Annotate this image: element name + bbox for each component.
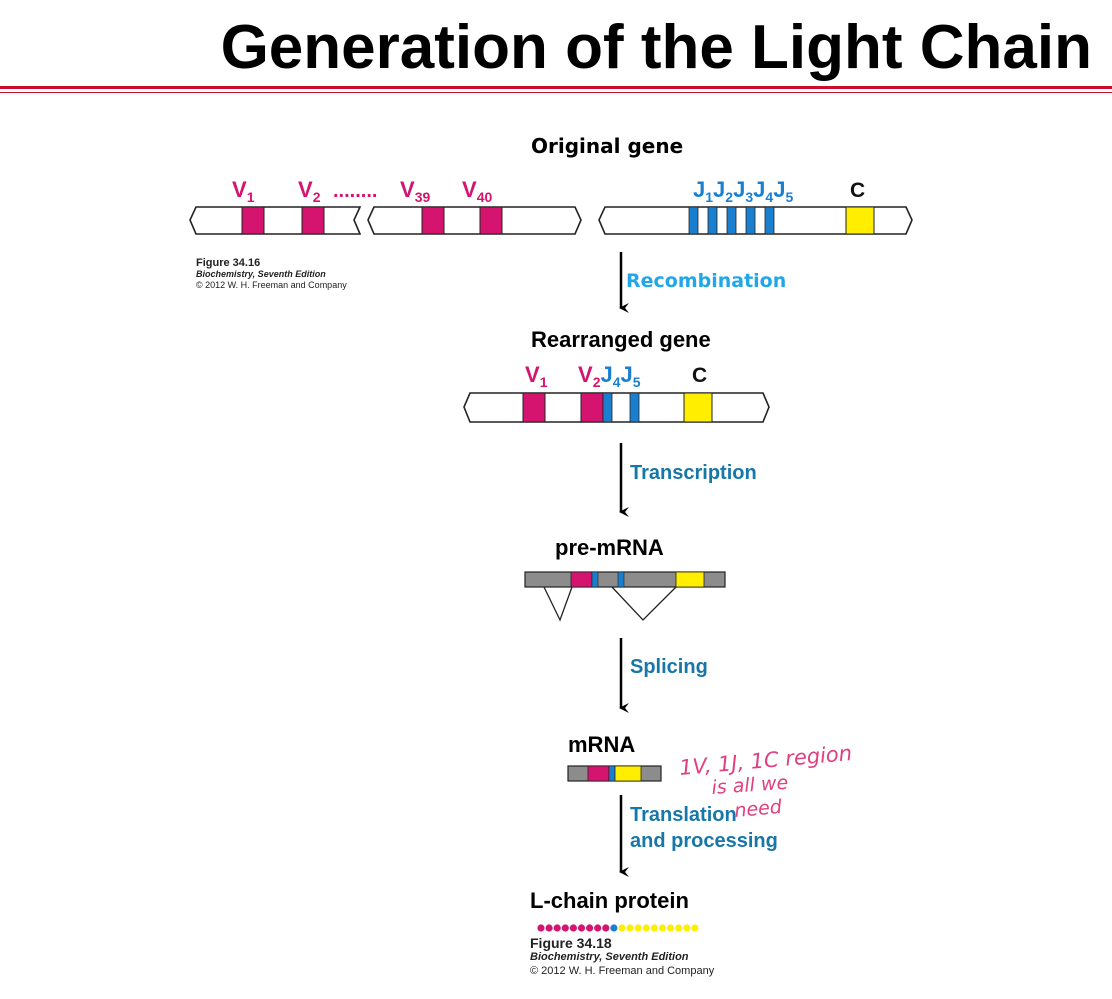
rearranged-v1-label: V1	[525, 362, 548, 390]
mrna-bar	[567, 765, 662, 782]
page-title: Generation of the Light Chain	[220, 13, 1092, 82]
original-gene-segment-2	[367, 206, 582, 235]
mrna-v-block	[587, 765, 610, 782]
v2-label: V2	[298, 177, 321, 205]
rearranged-c-label: C	[692, 364, 707, 387]
c-block	[845, 206, 875, 235]
pre-mrna-j5-block	[617, 571, 625, 588]
recombination-label: Recombination	[626, 270, 787, 292]
protein-bead	[610, 924, 618, 932]
protein-bead	[667, 924, 675, 932]
splicing-label: Splicing	[630, 656, 708, 678]
title-underline	[0, 86, 1112, 89]
pre-mrna-c-block	[675, 571, 705, 588]
splice-loop-1	[543, 586, 573, 622]
v39-block	[421, 206, 445, 235]
v1-label: V1	[232, 177, 255, 205]
protein-bead	[553, 924, 561, 932]
protein-bead	[626, 924, 634, 932]
protein-bead	[691, 924, 699, 932]
protein-bead	[683, 924, 691, 932]
mrna-c-block	[614, 765, 642, 782]
j5-block	[764, 206, 775, 235]
protein-bead	[594, 924, 602, 932]
j-labels: J1J2J3J4J5	[693, 177, 793, 205]
translation-label: Translation	[630, 804, 737, 826]
original-gene-header: Original gene	[531, 134, 684, 158]
protein-bead	[658, 924, 667, 932]
rearranged-v2-block	[580, 392, 604, 423]
pre-mrna-v-block	[570, 571, 593, 588]
protein-bead	[650, 924, 659, 932]
c-label: C	[850, 179, 865, 202]
protein-bead	[675, 924, 683, 932]
handwritten-note: 1V, 1J, 1C region is all we need	[678, 741, 853, 822]
protein-bead	[586, 924, 594, 932]
figure-copyright: © 2012 W. H. Freeman and Company	[530, 965, 715, 977]
rearranged-c-block	[683, 392, 713, 423]
pre-mrna-bar	[524, 571, 726, 622]
rearranged-j4-block	[602, 392, 613, 423]
protein-bead	[537, 924, 545, 932]
figure-credit-top: Figure 34.16 Biochemistry, Seventh Editi…	[196, 258, 347, 291]
rearranged-v1-block	[522, 392, 546, 423]
note-line-2: is all we	[711, 772, 789, 799]
processing-label: and processing	[630, 830, 778, 852]
rearranged-j5-block	[629, 392, 640, 423]
protein-bead	[545, 924, 553, 932]
v40-label: V40	[462, 177, 492, 205]
j2-block	[707, 206, 718, 235]
j3-block	[726, 206, 737, 235]
v39-label: V39	[400, 177, 430, 205]
mrna-header: mRNA	[568, 732, 636, 757]
protein-bead	[634, 924, 642, 932]
j4-block	[745, 206, 756, 235]
protein-header: L-chain protein	[530, 888, 689, 913]
original-gene-segment-3	[598, 206, 913, 235]
figure-number: Figure 34.18	[530, 935, 612, 951]
original-gene-segment-1	[189, 206, 362, 235]
title-underline-thin	[0, 92, 1112, 93]
j1-block	[688, 206, 699, 235]
transcription-label: Transcription	[630, 462, 757, 484]
v2-block	[301, 206, 325, 235]
v1-block	[241, 206, 265, 235]
figure-number: Figure 34.16	[196, 257, 261, 269]
rearranged-gene-labels: V1 V2J4J5 C	[525, 362, 707, 390]
protein-bead	[577, 924, 586, 932]
note-line-3: need	[734, 796, 784, 822]
dots-label: ........	[333, 180, 377, 202]
figure-credit-bottom: Figure 34.18 Biochemistry, Seventh Editi…	[530, 936, 714, 978]
rearranged-v2-label: V2J4J5	[578, 362, 641, 390]
protein-bead	[569, 924, 578, 932]
protein-beads	[537, 924, 699, 932]
original-gene-labels: V1 V2 ........ V39 V40 J1J2J3J4J5 C	[232, 177, 865, 205]
protein-bead	[642, 924, 650, 932]
figure-book: Biochemistry, Seventh Edition	[196, 269, 326, 279]
pre-mrna-header: pre-mRNA	[555, 535, 664, 560]
protein-bead	[561, 924, 569, 932]
rearranged-gene-bar	[463, 392, 770, 423]
v40-block	[479, 206, 503, 235]
protein-bead	[618, 924, 626, 932]
figure-book: Biochemistry, Seventh Edition	[530, 951, 689, 963]
figure-copyright: © 2012 W. H. Freeman and Company	[196, 280, 347, 290]
mrna-j-block	[608, 765, 616, 782]
pre-mrna-j4-block	[591, 571, 599, 588]
protein-bead	[602, 924, 610, 932]
splice-loop-2	[611, 586, 677, 621]
rearranged-gene-header: Rearranged gene	[531, 327, 711, 352]
